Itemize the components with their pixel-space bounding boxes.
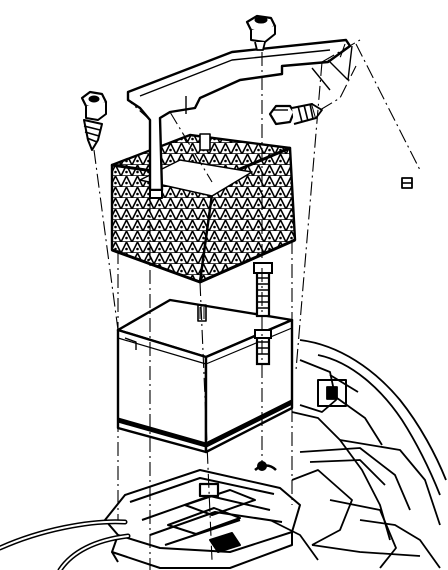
hold-down-screw: [268, 103, 323, 126]
vehicle-body-structure: [269, 339, 447, 569]
battery-cable: [0, 519, 131, 570]
bracket-pointer-lines: [311, 45, 353, 91]
battery-tray: [104, 461, 301, 569]
hold-down-nut: [80, 90, 108, 151]
battery: [116, 298, 294, 454]
bracket-bolt: [245, 14, 277, 51]
assembly-center-lines: [93, 39, 421, 570]
j-bolt: [253, 262, 273, 366]
